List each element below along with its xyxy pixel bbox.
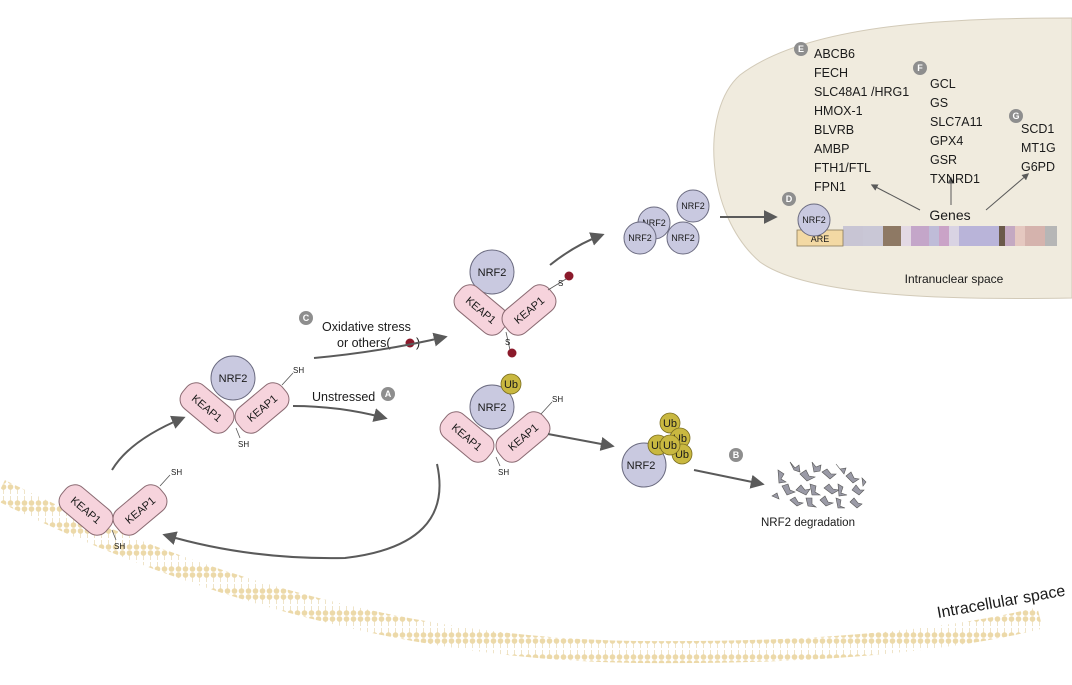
svg-text:A: A: [385, 389, 392, 399]
svg-text:Ub: Ub: [663, 440, 677, 452]
gene-item: FECH: [814, 66, 848, 80]
svg-text:NRF2: NRF2: [642, 218, 666, 228]
badge-a: A: [381, 387, 395, 401]
gene-item: SLC48A1 /HRG1: [814, 85, 909, 99]
svg-text:SH: SH: [171, 468, 182, 477]
badge-b: B: [729, 448, 743, 462]
svg-text:C: C: [303, 313, 310, 323]
gene-item: TXNRD1: [930, 172, 980, 186]
svg-text:SH: SH: [552, 395, 563, 404]
gene-item: G6PD: [1021, 160, 1055, 174]
svg-text:NRF2: NRF2: [628, 233, 652, 243]
nrf2-nuclear-label: NRF2: [802, 215, 826, 225]
badge-f: F: [913, 61, 927, 75]
keap1-nrf2-stressed-complex: NRF2 KEAP1 KEAP1 S S: [453, 249, 574, 358]
gene-item: AMBP: [814, 142, 849, 156]
ub-tag: [659, 412, 681, 434]
arrow-keap1-binds-nrf2: [111, 415, 186, 471]
ub-tag: [659, 434, 681, 456]
svg-text:NRF2: NRF2: [478, 267, 507, 279]
stress-dot: [564, 271, 574, 281]
svg-text:Ub: Ub: [675, 449, 689, 461]
gene-item: FPN1: [814, 180, 846, 194]
arrow-keap1-recycle: [162, 463, 441, 560]
cell-membrane: [0, 480, 1043, 664]
svg-text:E: E: [798, 44, 804, 54]
oxidative-others-label: or others(: [337, 336, 391, 350]
keap1-nrf2-ub-complex: NRF2 Ub KEAP1 KEAP1 SH SH: [439, 373, 563, 477]
nrf2-polyubiquitinated: NRF2 Ub Ub Ub Ub Ub: [621, 412, 693, 488]
svg-text:NRF2: NRF2: [671, 233, 695, 243]
badge-g: G: [1009, 109, 1023, 123]
svg-text:SH: SH: [498, 468, 509, 477]
gene-item: GCL: [930, 77, 956, 91]
arrow-oxidative: [313, 332, 448, 359]
gene-list-f: GCL GS SLC7A11 GPX4 GSR TXNRD1: [930, 77, 983, 186]
gene-item: HMOX-1: [814, 104, 863, 118]
degradation-fragments: [771, 461, 867, 509]
are-label: ARE: [811, 234, 830, 244]
keap1-nrf2-complex: NRF2 KEAP1 KEAP1 SH SH: [179, 355, 304, 449]
badge-d: D: [782, 192, 796, 206]
arrow-to-cluster: [549, 232, 605, 266]
badge-e: E: [794, 42, 808, 56]
gene-item: GS: [930, 96, 948, 110]
genes-arrow-e: [870, 184, 921, 211]
gene-item: SLC7A11: [930, 115, 983, 129]
svg-text:NRF2: NRF2: [219, 373, 248, 385]
svg-text:SH: SH: [238, 440, 249, 449]
keap1-free-dimer: KEAP1 KEAP1 SH SH: [58, 468, 182, 551]
nrf2-cluster: NRF2 NRF2 NRF2 NRF2: [623, 189, 710, 255]
nrf2-nuclear: [797, 203, 831, 237]
svg-text:NRF2: NRF2: [627, 460, 656, 472]
arrow-unstressed: [292, 405, 388, 422]
svg-text:SH: SH: [114, 542, 125, 551]
svg-text:Ub: Ub: [504, 379, 518, 391]
arrow-to-degradation: [693, 469, 765, 489]
gene-item: ABCB6: [814, 47, 855, 61]
svg-text:F: F: [917, 63, 923, 73]
gene-item: FTH1/FTL: [814, 161, 871, 175]
gene-item: GSR: [930, 153, 957, 167]
gene-list-e: ABCB6 FECH SLC48A1 /HRG1 HMOX-1 BLVRB AM…: [814, 47, 909, 194]
svg-text:D: D: [786, 194, 793, 204]
nrf2-degradation-label: NRF2 degradation: [761, 517, 855, 529]
nucleus: [713, 17, 1072, 300]
svg-text:SH: SH: [293, 366, 304, 375]
oxidative-stress-label: Oxidative stress: [322, 320, 411, 334]
svg-text:Ub: Ub: [663, 418, 677, 430]
svg-text:G: G: [1012, 111, 1019, 121]
intranuclear-space-label: Intranuclear space: [905, 272, 1004, 286]
stress-dot: [507, 348, 517, 358]
gene-item: BLVRB: [814, 123, 854, 137]
ub-tag: [500, 373, 522, 395]
svg-text:NRF2: NRF2: [681, 201, 705, 211]
badge-c: C: [299, 311, 313, 325]
genes-label: Genes: [929, 207, 970, 223]
svg-text:S: S: [505, 338, 510, 347]
gene-item: SCD1: [1021, 122, 1054, 136]
arrow-to-ub-nrf2: [547, 433, 615, 451]
gene-item: GPX4: [930, 134, 963, 148]
gene-list-g: SCD1 MT1G G6PD: [1021, 122, 1056, 174]
dna-strip: [843, 226, 1057, 246]
svg-text:NRF2: NRF2: [478, 402, 507, 414]
svg-text:B: B: [733, 450, 740, 460]
unstressed-label: Unstressed: [312, 390, 375, 404]
gene-item: MT1G: [1021, 141, 1056, 155]
genes-arrow-g: [985, 173, 1030, 211]
svg-text:S: S: [558, 279, 563, 288]
